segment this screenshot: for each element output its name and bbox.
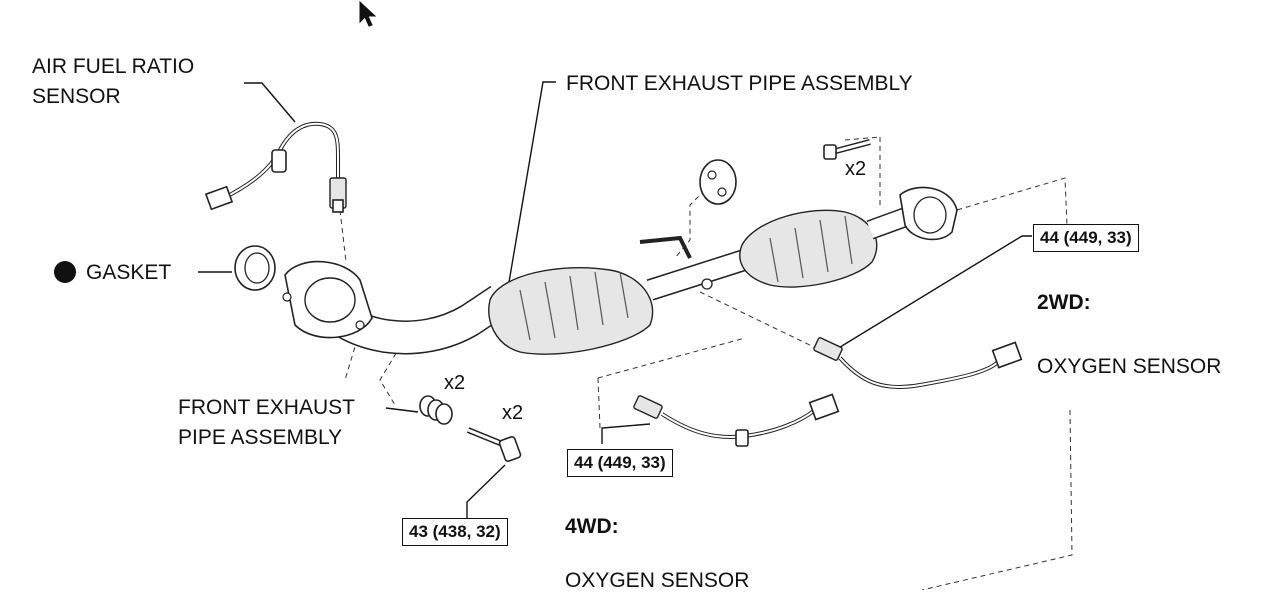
label-2wd: 2WD: <box>1037 291 1091 314</box>
torque-spec-4wd: 44 (449, 33) <box>567 449 673 477</box>
dash-4wd-left <box>597 377 601 429</box>
dash-4wd-top <box>597 337 746 379</box>
dash-2wd-bottom <box>921 409 1073 590</box>
gasket-text: GASKET <box>86 261 172 284</box>
front-exhaust-pipe-left-label: FRONT EXHAUST PIPE ASSEMBLY <box>178 393 355 453</box>
front-exhaust-pipe-top-label: FRONT EXHAUST PIPE ASSEMBLY <box>566 72 913 95</box>
torque-spec-2wd: 44 (449, 33) <box>1033 224 1139 252</box>
bolt-top-quantity: x2 <box>845 158 867 180</box>
front-exhaust-pipe-left-line-1: FRONT EXHAUST <box>178 396 355 419</box>
air-fuel-ratio-sensor-line-2: SENSOR <box>32 85 121 108</box>
dash-bolt-top-2 <box>844 136 881 141</box>
dash-hanger <box>674 189 706 259</box>
leader-afr-sensor <box>244 82 296 123</box>
air-fuel-ratio-sensor-line-1: AIR FUEL RATIO <box>32 55 195 78</box>
label-4wd: 4WD: <box>565 515 619 538</box>
air-fuel-ratio-sensor-part <box>204 121 347 213</box>
oxygen-sensor-4wd-part <box>633 393 840 447</box>
torque-spec-flange-bolt: 43 (438, 32) <box>402 518 508 546</box>
dash-sensor-port <box>699 291 821 351</box>
leader-front-pipe-top <box>507 81 556 289</box>
leader-torque-4wd <box>601 423 651 444</box>
spring-part <box>419 395 453 425</box>
front-exhaust-pipe-left-line-2: PIPE ASSEMBLY <box>178 426 343 449</box>
leader-front-pipe-left <box>385 407 419 413</box>
gasket-part <box>234 245 276 291</box>
rubber-hanger-part <box>699 159 737 205</box>
gasket-label: GASKET <box>54 258 171 288</box>
dash-afr <box>339 209 347 263</box>
bolt-top-part <box>823 139 871 160</box>
oxygen-sensor-2wd-part <box>813 337 1023 389</box>
non-reusable-part-dot-icon <box>54 261 76 283</box>
bolt-left-part <box>466 427 522 463</box>
oxygen-sensor-2wd-label: OXYGEN SENSOR <box>1037 355 1222 378</box>
bolt-left-quantity: x2 <box>502 402 524 424</box>
spring-quantity: x2 <box>444 372 466 394</box>
dash-2wd-top <box>939 177 1069 251</box>
air-fuel-ratio-sensor-label: AIR FUEL RATIO SENSOR <box>32 52 194 112</box>
front-exhaust-pipe-part <box>282 186 958 355</box>
mouse-cursor-icon <box>359 0 377 27</box>
leader-torque-2wd <box>831 235 1032 353</box>
leader-torque-flange <box>466 464 506 518</box>
oxygen-sensor-4wd-label: OXYGEN SENSOR <box>565 569 750 592</box>
